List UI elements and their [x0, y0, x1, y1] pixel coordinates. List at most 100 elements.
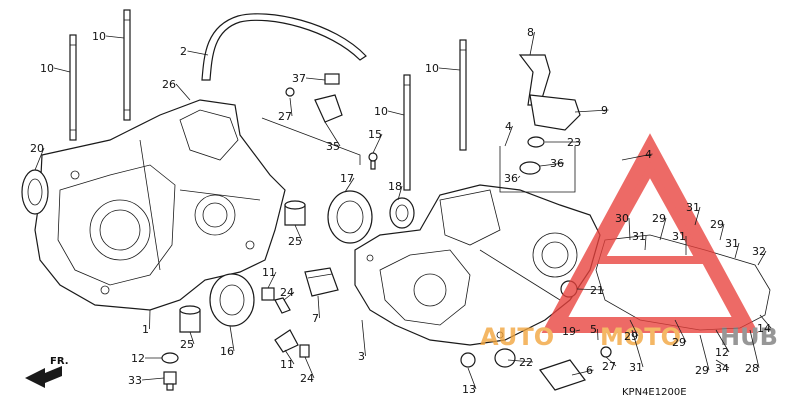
stud-bolt-right-2	[459, 39, 467, 151]
callout-12: 12	[131, 352, 162, 365]
callout-label: 35	[326, 140, 340, 153]
breather-tube	[201, 13, 367, 81]
callout-label: 11	[280, 358, 294, 371]
leader-line	[644, 235, 647, 251]
callout-label: 31	[725, 237, 739, 250]
leader-line	[719, 223, 725, 241]
callout-31: 31	[686, 201, 701, 226]
callout-3: 3	[358, 319, 366, 363]
callout-10: 10	[374, 105, 405, 118]
callout-label: 9	[601, 104, 608, 117]
callout-17: 17	[340, 172, 355, 193]
callout-label: 10	[425, 62, 439, 75]
leader-line	[504, 125, 513, 147]
callout-37: 37	[292, 72, 326, 85]
bolt-15	[368, 152, 378, 170]
leader-line	[605, 356, 617, 367]
callout-label: 21	[590, 284, 604, 297]
callout-23: 23	[545, 136, 581, 149]
leader-line	[699, 334, 710, 371]
callout-29: 29	[695, 334, 710, 377]
watermark-text-hub: HUB	[720, 323, 778, 351]
callout-2: 2	[180, 45, 209, 58]
leader-line	[597, 328, 599, 341]
bolt-24-lower	[299, 344, 310, 358]
leader-line	[574, 109, 609, 113]
callout-label: 12	[715, 346, 729, 359]
stud-bolt-right-1	[403, 74, 411, 191]
callout-15: 15	[368, 128, 383, 154]
sensor-35	[314, 94, 343, 123]
callout-12: 12	[715, 329, 730, 359]
leader-line	[621, 153, 653, 161]
collar-11-upper	[261, 287, 275, 301]
callout-label: 3	[358, 350, 365, 363]
callout-10: 10	[40, 62, 71, 75]
callout-label: 16	[220, 345, 234, 358]
leader-line	[757, 250, 767, 266]
leader-line	[529, 31, 535, 56]
callout-4: 4	[621, 148, 653, 161]
callout-label: 34	[715, 362, 729, 375]
callout-label: 24	[300, 372, 314, 385]
callout-1: 1	[142, 309, 151, 336]
callout-label: 22	[519, 356, 533, 369]
callout-label: 6	[586, 364, 593, 377]
callout-label: 29	[652, 212, 666, 225]
leader-line	[149, 309, 151, 330]
callout-10: 10	[425, 62, 461, 75]
stud-bolt-left-2	[123, 9, 131, 121]
leader-line	[372, 133, 383, 154]
callout-32: 32	[752, 245, 767, 266]
leader-line	[539, 162, 565, 167]
washer-12	[161, 352, 179, 364]
callout-16: 16	[220, 325, 235, 358]
bracket-line-4	[499, 146, 576, 193]
leader-line	[749, 329, 760, 369]
callout-21: 21	[576, 284, 605, 297]
callout-11: 11	[280, 349, 295, 371]
leader-line	[361, 319, 366, 357]
callout-7: 7	[312, 295, 320, 325]
callout-label: 29	[624, 330, 638, 343]
diagram-code: KPN4E1200E	[622, 387, 687, 398]
callout-label: 12	[131, 352, 145, 365]
leader-line	[467, 367, 477, 390]
callout-label: 11	[262, 266, 276, 279]
callout-label: 7	[312, 312, 319, 325]
callout-label: 32	[752, 245, 766, 258]
callout-label: 14	[757, 322, 771, 335]
callout-10: 10	[92, 30, 125, 43]
bracket-11-lower	[274, 329, 299, 353]
leader-line	[628, 217, 631, 241]
leader-line	[734, 242, 740, 259]
leader-line	[759, 314, 772, 329]
callout-22: 22	[507, 356, 534, 369]
callout-25: 25	[180, 331, 195, 351]
callout-36: 36	[539, 157, 565, 170]
callout-18: 18	[388, 180, 403, 201]
callout-30: 30	[615, 212, 631, 241]
leader-line	[34, 147, 45, 171]
leader-line	[289, 97, 293, 117]
callout-6: 6	[571, 364, 594, 377]
leader-line	[187, 50, 209, 56]
callout-label: 26	[162, 78, 176, 91]
leader-line	[294, 224, 303, 242]
leader-line	[517, 175, 521, 179]
callout-9: 9	[574, 104, 609, 117]
arm-9	[529, 94, 581, 131]
leader-line	[305, 77, 326, 81]
callout-label: 15	[368, 128, 382, 141]
callout-29: 29	[652, 212, 667, 241]
callout-label: 20	[30, 142, 44, 155]
callout-label: 19	[562, 325, 576, 338]
bearing-16	[209, 273, 255, 327]
switch-37	[324, 73, 340, 85]
leader-line	[576, 288, 605, 291]
left-crankcase	[34, 99, 286, 311]
callout-label: 23	[567, 136, 581, 149]
leader-line	[575, 329, 581, 332]
callout-label: 4	[645, 148, 652, 161]
